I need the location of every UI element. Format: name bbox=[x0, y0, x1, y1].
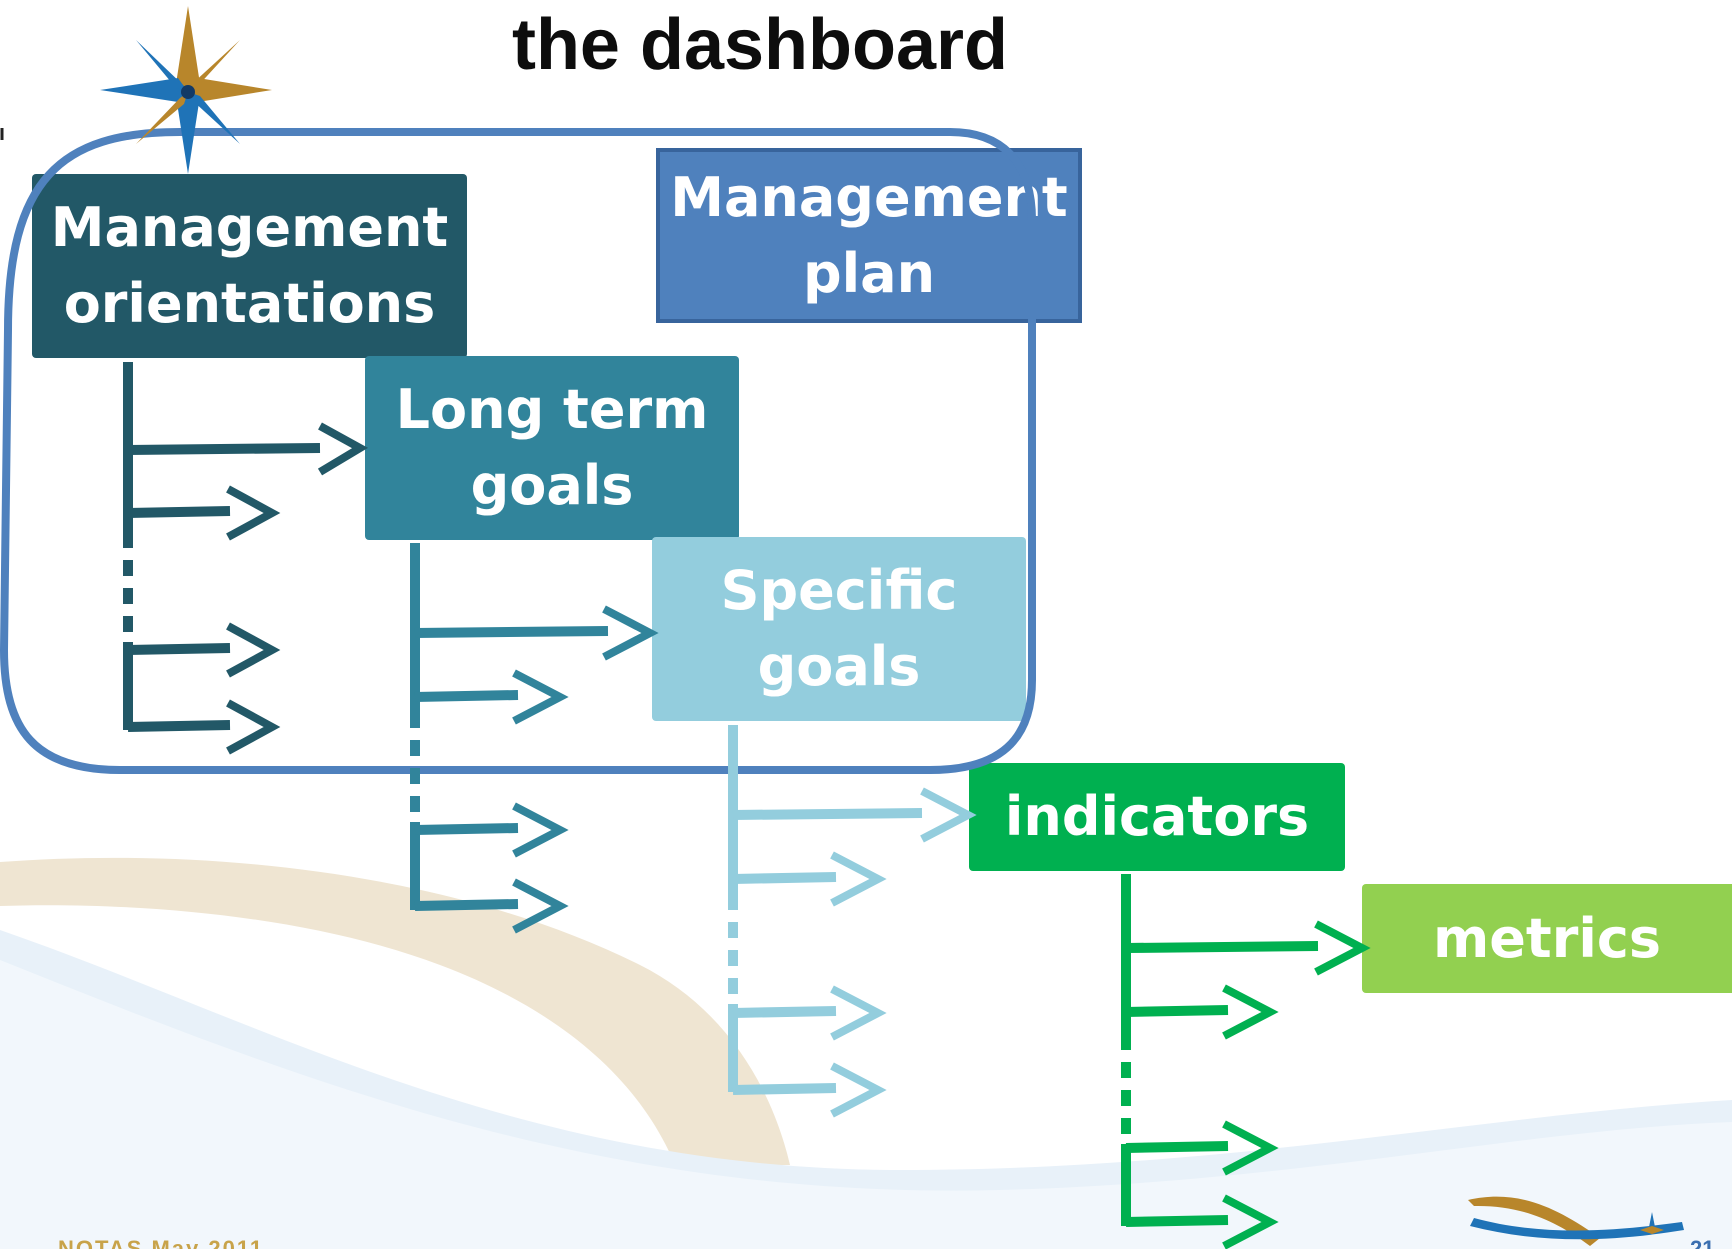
indicators-arrowhead-1 bbox=[1314, 920, 1371, 976]
metrics-label: metrics bbox=[1433, 906, 1661, 970]
orientations-arrowhead-3 bbox=[226, 622, 281, 678]
compass-point-south bbox=[176, 92, 200, 174]
orientations-arrowhead-1 bbox=[317, 422, 369, 476]
specific-goals-branch-4 bbox=[732, 1083, 837, 1095]
indicators-arrowhead-2 bbox=[1222, 984, 1279, 1040]
orientations-branch-2 bbox=[127, 506, 231, 518]
indicators-label: indicators bbox=[1004, 785, 1310, 848]
compass-center bbox=[181, 85, 195, 99]
indicators-branch-2 bbox=[1125, 1005, 1229, 1017]
compass-point-north bbox=[176, 6, 200, 92]
compass-star-icon bbox=[100, 6, 272, 174]
long-term-goals-branch-2 bbox=[414, 690, 519, 702]
long-term-goals-arrowhead-2 bbox=[512, 669, 569, 725]
compass-point-se bbox=[188, 92, 240, 144]
indicators-tree bbox=[1121, 874, 1371, 1249]
compass-point-ne bbox=[188, 40, 240, 92]
long-term-goals-arrowhead-3 bbox=[512, 802, 569, 858]
compass-point-east bbox=[188, 78, 272, 102]
indicators-branch-1 bbox=[1125, 941, 1319, 953]
specific-goals-arrowhead-3 bbox=[830, 985, 887, 1041]
dashboard-frame bbox=[0, 128, 1036, 774]
specific-goals-branch-1 bbox=[732, 808, 923, 820]
orientations-arrowhead-4 bbox=[226, 699, 281, 755]
management-plan-box: Management plan bbox=[656, 148, 1082, 323]
compass-point-west bbox=[100, 78, 188, 102]
page-title: the dashboard bbox=[511, 5, 1009, 85]
long-term-goals-arrowhead-4 bbox=[512, 878, 569, 934]
specific-goals-arrowhead-1 bbox=[920, 787, 977, 843]
long-term-goals-arrowhead-1 bbox=[602, 605, 659, 661]
metrics-box: metrics bbox=[1362, 884, 1732, 993]
indicators-arrowhead-3 bbox=[1222, 1120, 1279, 1176]
indicators-arrowhead-4 bbox=[1222, 1194, 1279, 1249]
management-plan-label: Management plan bbox=[670, 165, 1068, 305]
indicators-branch-4 bbox=[1125, 1215, 1229, 1227]
specific-goals-branch-3 bbox=[732, 1006, 837, 1018]
compass-point-nw bbox=[136, 40, 188, 92]
indicators-branch-3 bbox=[1125, 1141, 1229, 1153]
orientations-arrowhead-2 bbox=[226, 485, 281, 541]
management-orientations-box: Management orientations bbox=[32, 174, 467, 358]
footer-text: NOTAS May 2011 bbox=[58, 1236, 265, 1249]
management-orientations-label: Management orientations bbox=[50, 196, 449, 335]
specific-goals-branch-2 bbox=[732, 872, 837, 884]
specific-goals-arrowhead-4 bbox=[830, 1062, 887, 1118]
compass-point-sw bbox=[136, 92, 188, 144]
long-term-goals-box: Long term goals bbox=[365, 356, 739, 540]
long-term-goals-branch-4 bbox=[414, 899, 519, 911]
orientations-tree bbox=[123, 362, 369, 755]
orientations-branch-3 bbox=[127, 643, 231, 655]
long-term-goals-branch-3 bbox=[414, 823, 519, 835]
page-number: 21 bbox=[1690, 1236, 1715, 1249]
long-term-goals-tree bbox=[410, 543, 659, 934]
long-term-goals-branch-1 bbox=[414, 626, 609, 638]
sand-wave-shape bbox=[0, 857, 790, 1165]
logo-swoosh-icon bbox=[1468, 1196, 1684, 1246]
indicators-box: indicators bbox=[969, 763, 1345, 871]
pale-wave-shape bbox=[0, 960, 1732, 1249]
specific-goals-label: Specific goals bbox=[720, 559, 958, 698]
long-term-goals-label: Long term goals bbox=[395, 378, 709, 517]
orientations-branch-4 bbox=[127, 720, 231, 732]
specific-goals-tree bbox=[728, 725, 977, 1118]
orientations-branch-1 bbox=[127, 443, 321, 455]
specific-goals-box: Specific goals bbox=[652, 537, 1026, 721]
specific-goals-arrowhead-2 bbox=[830, 851, 887, 907]
